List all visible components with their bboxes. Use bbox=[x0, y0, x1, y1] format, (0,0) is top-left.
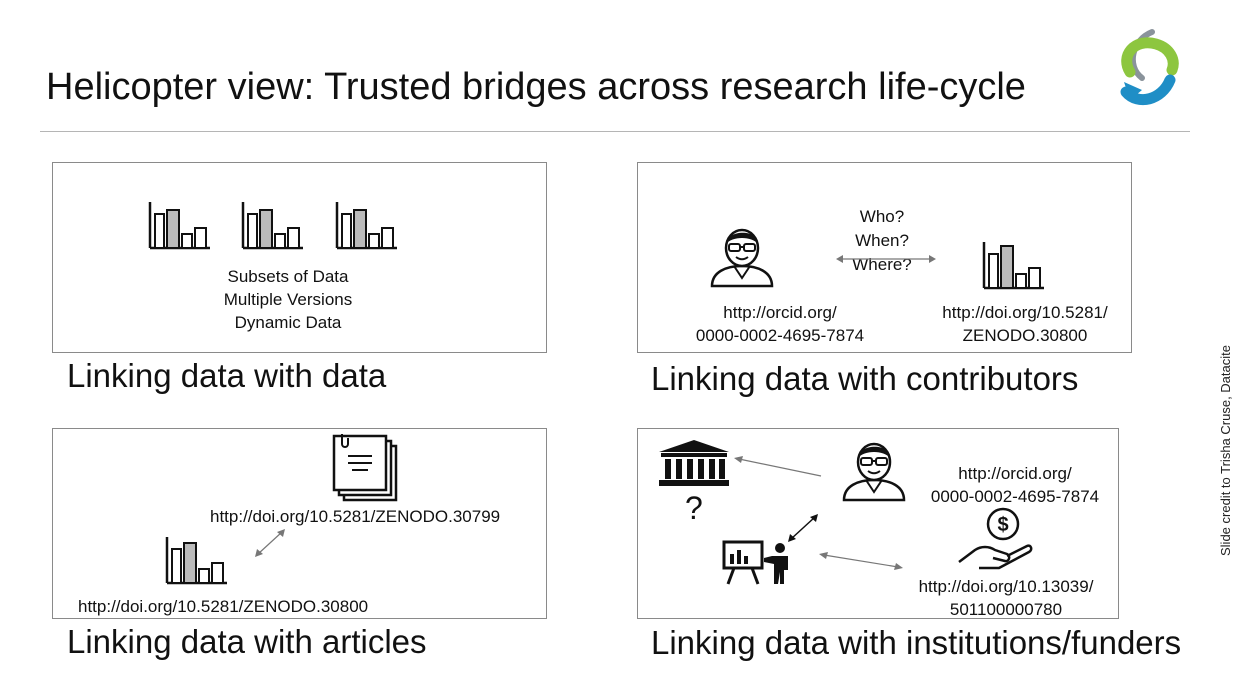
bar-chart-icon bbox=[241, 202, 303, 250]
orcid-id: 0000-0002-4695-7874 bbox=[695, 326, 865, 345]
article-doi: http://doi.org/10.5281/ZENODO.30799 bbox=[210, 507, 501, 526]
caption-data-with-data: Linking data with data bbox=[67, 357, 387, 394]
question-mark: ? bbox=[685, 490, 703, 526]
title-divider bbox=[40, 131, 1190, 132]
money-hand-icon: $ bbox=[958, 507, 1033, 570]
orcid-id: 0000-0002-4695-7874 bbox=[930, 487, 1100, 506]
question-where: Where? bbox=[852, 255, 912, 274]
funder-doi-url: http://doi.org/10.13039/ bbox=[918, 577, 1094, 596]
person-icon bbox=[842, 442, 906, 502]
data-text-line: Subsets of Data bbox=[227, 267, 349, 286]
question-who: Who? bbox=[859, 207, 905, 226]
double-arrow-icon bbox=[836, 255, 936, 263]
circular-arrows-logo bbox=[1120, 29, 1179, 106]
funder-doi-id: 501100000780 bbox=[949, 600, 1063, 619]
page-title: Helicopter view: Trusted bridges across … bbox=[46, 66, 1026, 108]
bar-chart-icon bbox=[148, 202, 210, 250]
data-text-line: Dynamic Data bbox=[234, 313, 342, 332]
person-icon bbox=[710, 228, 774, 288]
doi-id: ZENODO.30800 bbox=[962, 326, 1088, 345]
orcid-url: http://orcid.org/ bbox=[723, 303, 837, 322]
orcid-url: http://orcid.org/ bbox=[958, 464, 1072, 483]
bar-chart-icon bbox=[335, 202, 397, 250]
panel-data-with-data bbox=[52, 162, 547, 353]
bar-chart-icon bbox=[982, 242, 1044, 290]
data-text-line: Multiple Versions bbox=[223, 290, 353, 309]
arrow-to-institution bbox=[734, 456, 822, 477]
institution-icon bbox=[659, 440, 729, 486]
panel-data-with-articles bbox=[52, 428, 547, 619]
document-stack-icon bbox=[332, 434, 398, 502]
bar-chart-icon bbox=[165, 537, 227, 585]
data-doi: http://doi.org/10.5281/ZENODO.30800 bbox=[78, 597, 369, 616]
doi-url: http://doi.org/10.5281/ bbox=[942, 303, 1108, 322]
double-arrow-icon bbox=[788, 514, 818, 542]
question-when: When? bbox=[855, 231, 909, 250]
dollar-sign: $ bbox=[997, 514, 1008, 536]
caption-data-with-articles: Linking data with articles bbox=[67, 623, 427, 660]
slide-credit: Slide credit to Trisha Cruse, Datacite bbox=[1218, 345, 1233, 556]
double-arrow-icon bbox=[819, 552, 903, 570]
panel-data-with-contributors bbox=[637, 162, 1132, 353]
presenter-icon bbox=[722, 540, 788, 585]
double-arrow-icon bbox=[255, 529, 285, 557]
caption-data-with-institutions: Linking data with institutions/funders bbox=[651, 624, 1182, 661]
caption-data-with-contributors: Linking data with contributors bbox=[651, 360, 1079, 397]
